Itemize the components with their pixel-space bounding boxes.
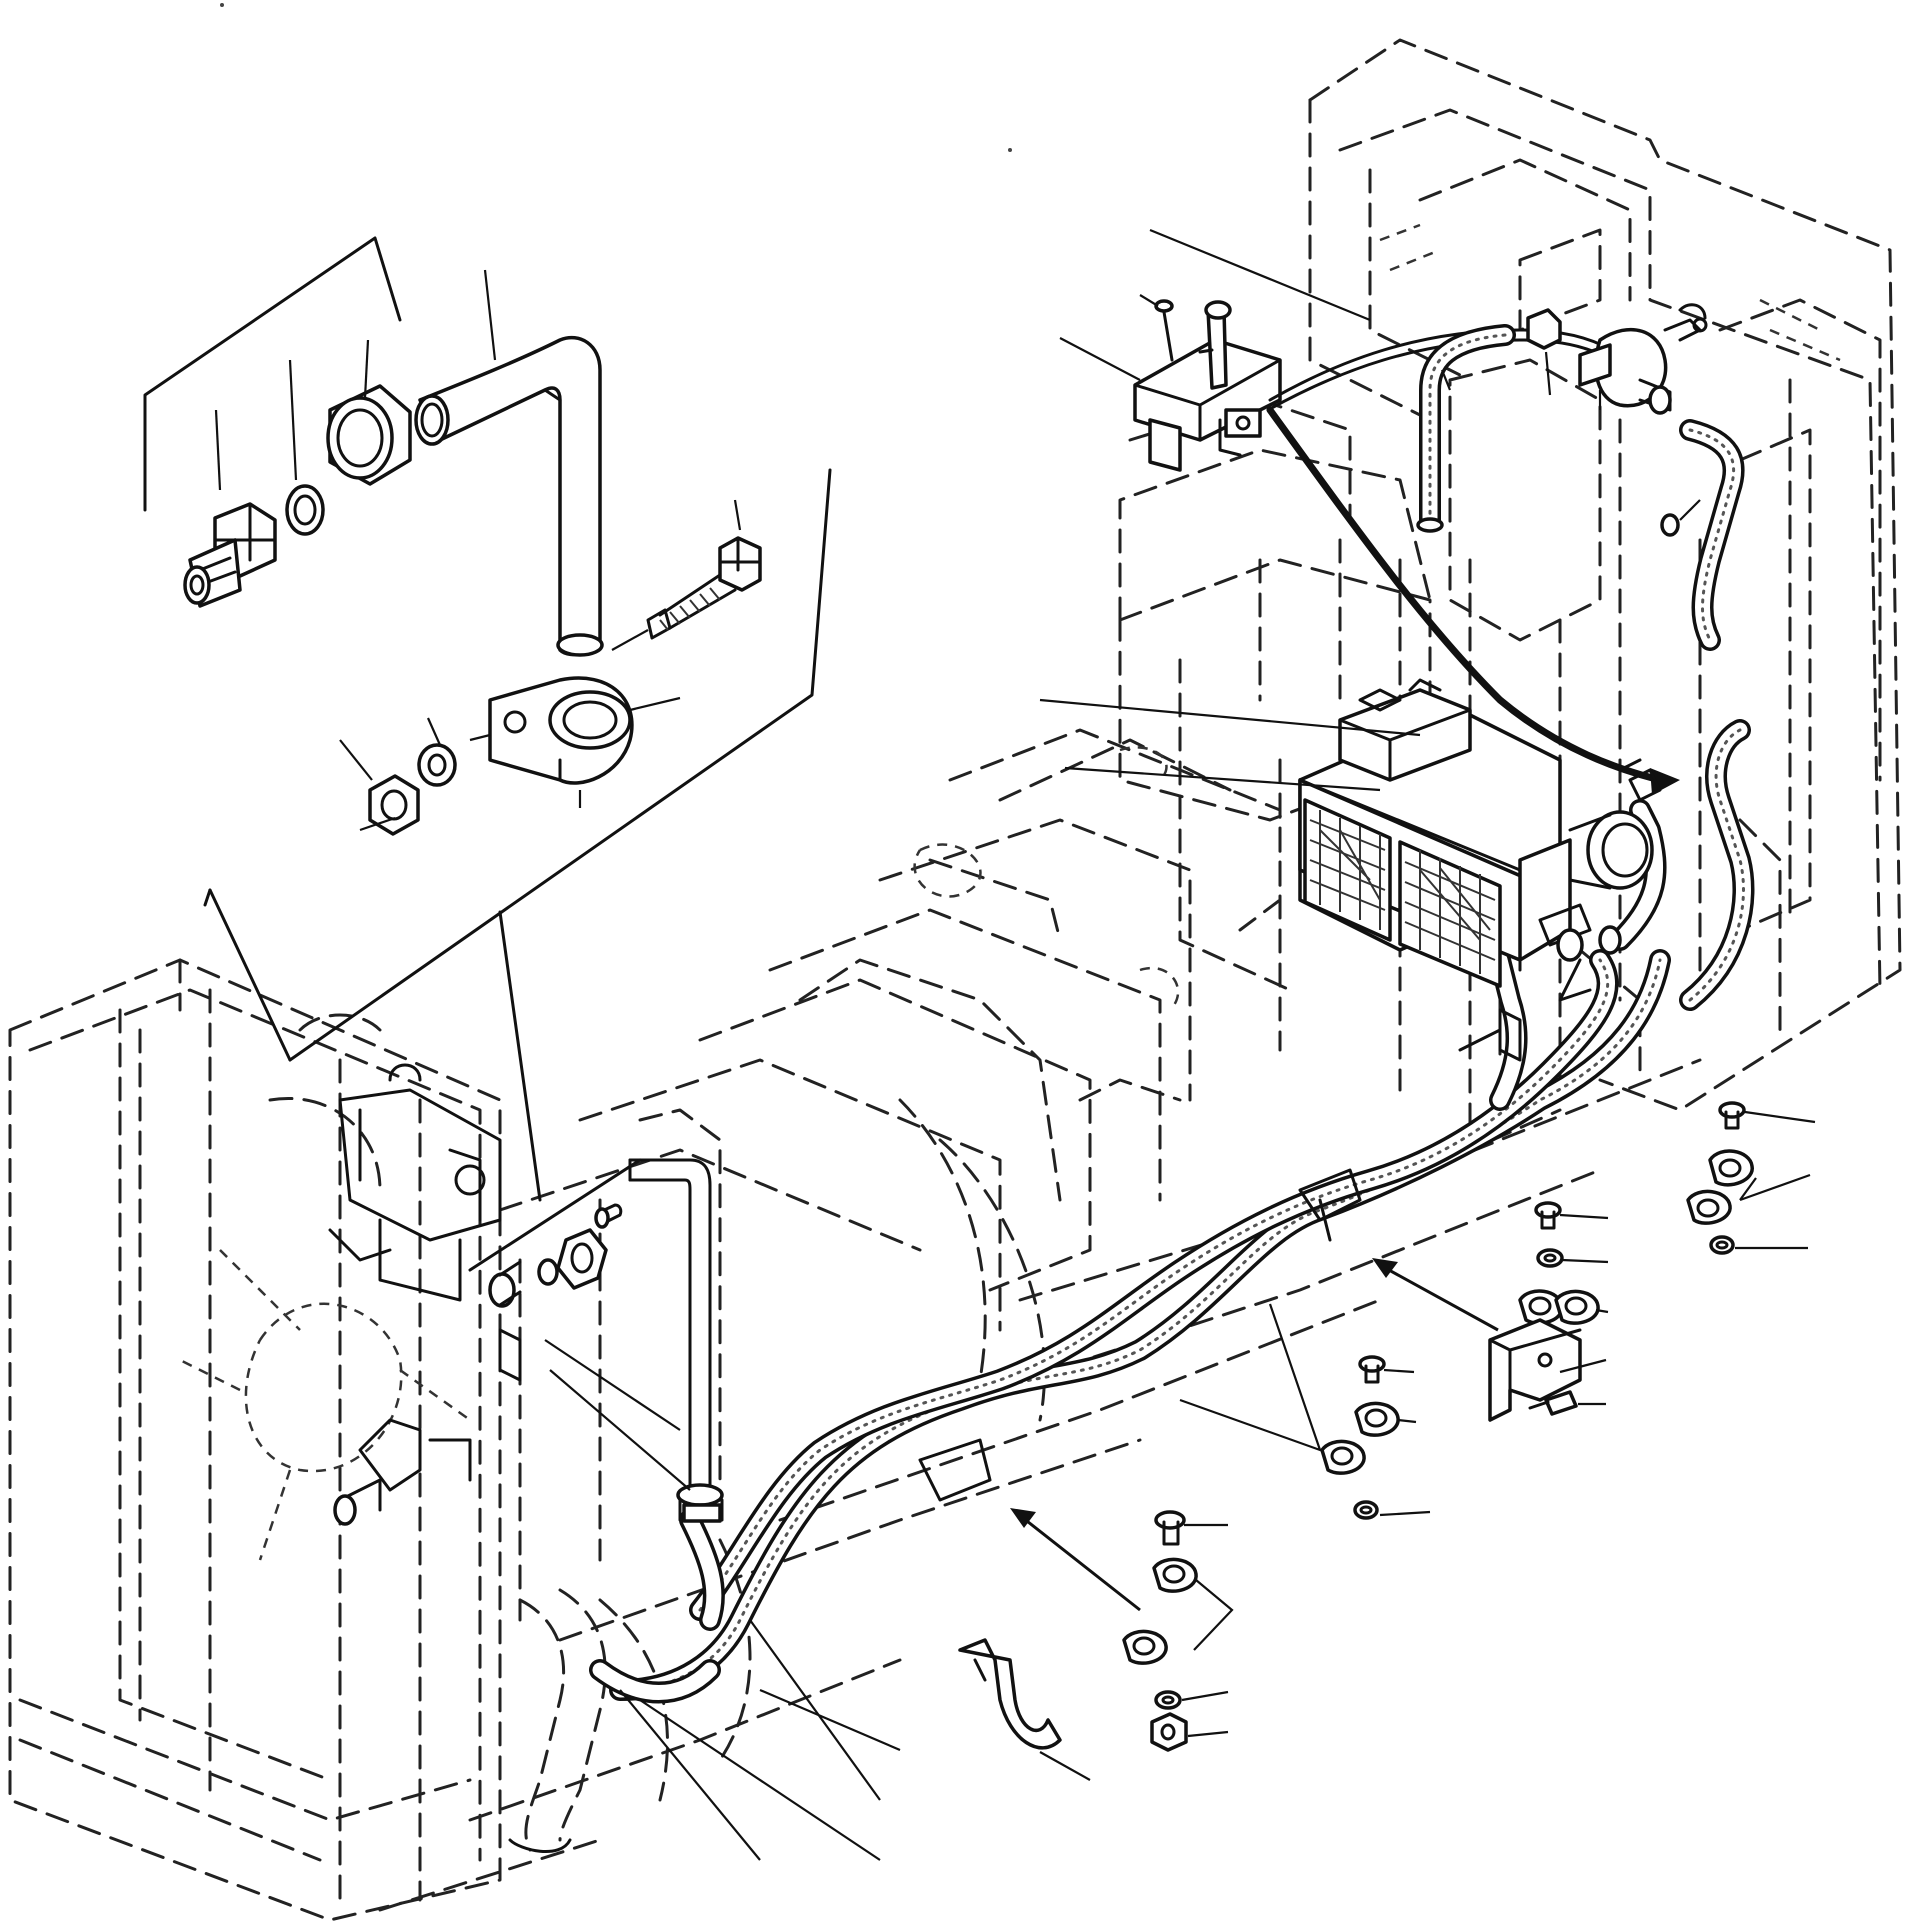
hose-assembly bbox=[589, 719, 1755, 1704]
heater-core-unit bbox=[1039, 678, 1662, 1002]
clamp-set-mid-right bbox=[1372, 1201, 1609, 1422]
vertical-pipe bbox=[628, 1158, 724, 1523]
radiator-frame bbox=[8, 958, 522, 1922]
phantom-chassis bbox=[378, 38, 1902, 1912]
loose-hose-clip bbox=[958, 1638, 1091, 1781]
stray-dot bbox=[1008, 148, 1012, 152]
fitting-set-lower bbox=[468, 1158, 691, 1491]
clamp-set-right bbox=[1686, 1101, 1816, 1255]
frame-clip bbox=[918, 1008, 1522, 1502]
lower-radiator-hose bbox=[508, 1588, 607, 1854]
detail-inset-fittings bbox=[143, 236, 832, 1202]
heater-valve-set bbox=[1416, 303, 1745, 651]
callout-leaders bbox=[544, 1339, 901, 1861]
stray-dot bbox=[220, 3, 224, 7]
clamp-set-middle bbox=[1179, 1303, 1431, 1520]
clamp-set-lower bbox=[1010, 1508, 1234, 1752]
